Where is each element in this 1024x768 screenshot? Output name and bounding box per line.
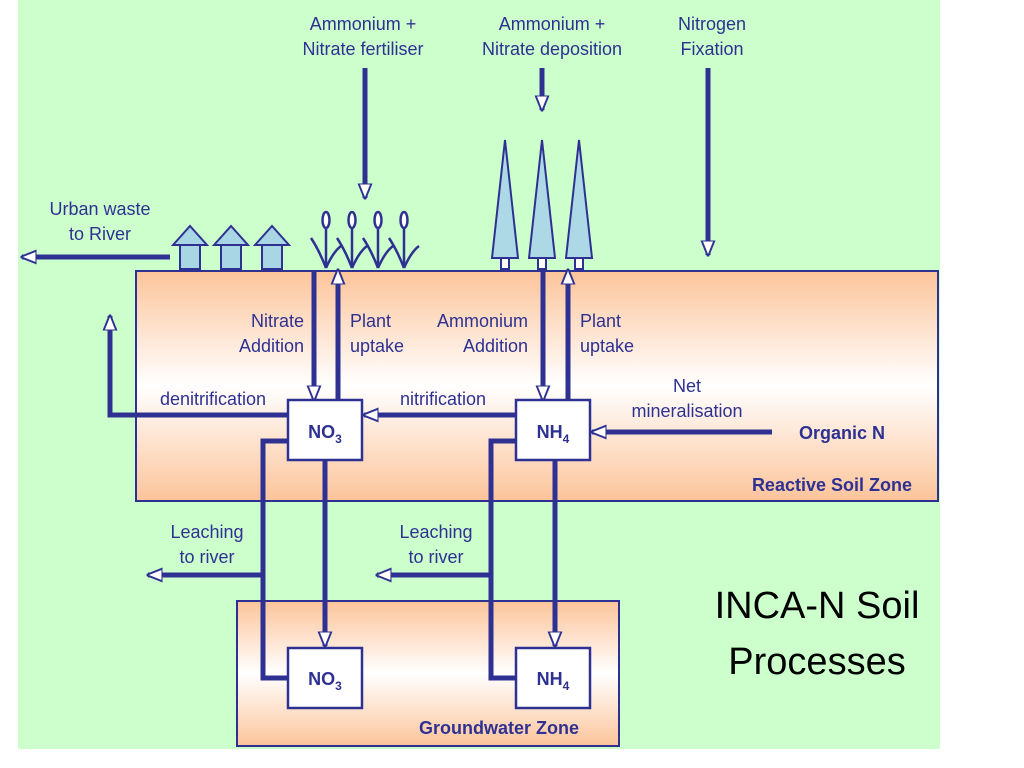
nitrification-label: nitrification [400, 389, 486, 409]
organic-n-label: Organic N [799, 423, 885, 443]
urban-waste-label-line2: to River [69, 224, 131, 244]
deposition-label-line2: Nitrate deposition [482, 39, 622, 59]
reactive-soil-zone [135, 270, 939, 502]
denitrification-arrow [110, 316, 288, 418]
net-mineralisation-label-line1: Net [673, 376, 701, 396]
house-icon [211, 224, 251, 270]
diagram-title-line1: INCA-N Soil [715, 585, 920, 627]
soil-nh4-label: NH4 [537, 422, 570, 446]
soil-no3-box [286, 398, 364, 462]
leaching-nh4-label-line1: Leaching [399, 522, 472, 542]
gw-nh4-box [514, 646, 592, 710]
plant-icon [335, 210, 368, 269]
net-mineralisation-label-line2: mineralisation [631, 401, 742, 421]
fertiliser-label-line1: Ammonium + [310, 14, 417, 34]
houses [170, 224, 292, 270]
plant-uptake-nh4-label-line2: uptake [580, 336, 634, 356]
gw-no3-label: NO3 [308, 669, 342, 693]
tree-icon [490, 139, 520, 270]
no3-transfer-line [260, 438, 288, 681]
groundwater-zone-label: Groundwater Zone [419, 718, 579, 738]
urban-waste-label-line1: Urban waste [49, 199, 150, 219]
tree-icon [527, 139, 557, 270]
pool-boxes [286, 398, 592, 710]
leaching-no3-label-line2: to river [179, 547, 234, 567]
plant-uptake-no3-label-line2: uptake [350, 336, 404, 356]
plant-uptake-nh4-label-line1: Plant [580, 311, 621, 331]
diagram-title-line2: Processes [728, 641, 905, 683]
gw-no3-box [286, 646, 364, 710]
gw-nh4-label: NH4 [537, 669, 570, 693]
fixation-label-line1: Nitrogen [678, 14, 746, 34]
denitrification-label: denitrification [160, 389, 266, 409]
plant-icon [361, 210, 394, 269]
fertiliser-label-line2: Nitrate fertiliser [302, 39, 423, 59]
plant-icon [309, 210, 342, 269]
nh4-transfer-line [488, 438, 516, 681]
deposition-label-line1: Ammonium + [499, 14, 606, 34]
fixation-label-line2: Fixation [680, 39, 743, 59]
leaching-no3-label-line1: Leaching [170, 522, 243, 542]
nitrate-addition-label-line2: Addition [239, 336, 304, 356]
ammonium-addition-label-line1: Ammonium [437, 311, 528, 331]
flow-arrows [22, 68, 772, 681]
reactive-zone-label: Reactive Soil Zone [752, 475, 912, 495]
tree-icon [564, 139, 594, 270]
soil-no3-label: NO3 [308, 422, 342, 446]
nitrate-addition-label-line1: Nitrate [251, 311, 304, 331]
trees [490, 139, 594, 270]
soil-nh4-box [514, 398, 592, 462]
house-icon [252, 224, 292, 270]
ammonium-addition-label-line2: Addition [463, 336, 528, 356]
plant-icon [387, 210, 420, 269]
house-icon [170, 224, 210, 270]
crop-plants [309, 210, 420, 269]
plant-uptake-no3-label-line1: Plant [350, 311, 391, 331]
leaching-nh4-label-line2: to river [408, 547, 463, 567]
